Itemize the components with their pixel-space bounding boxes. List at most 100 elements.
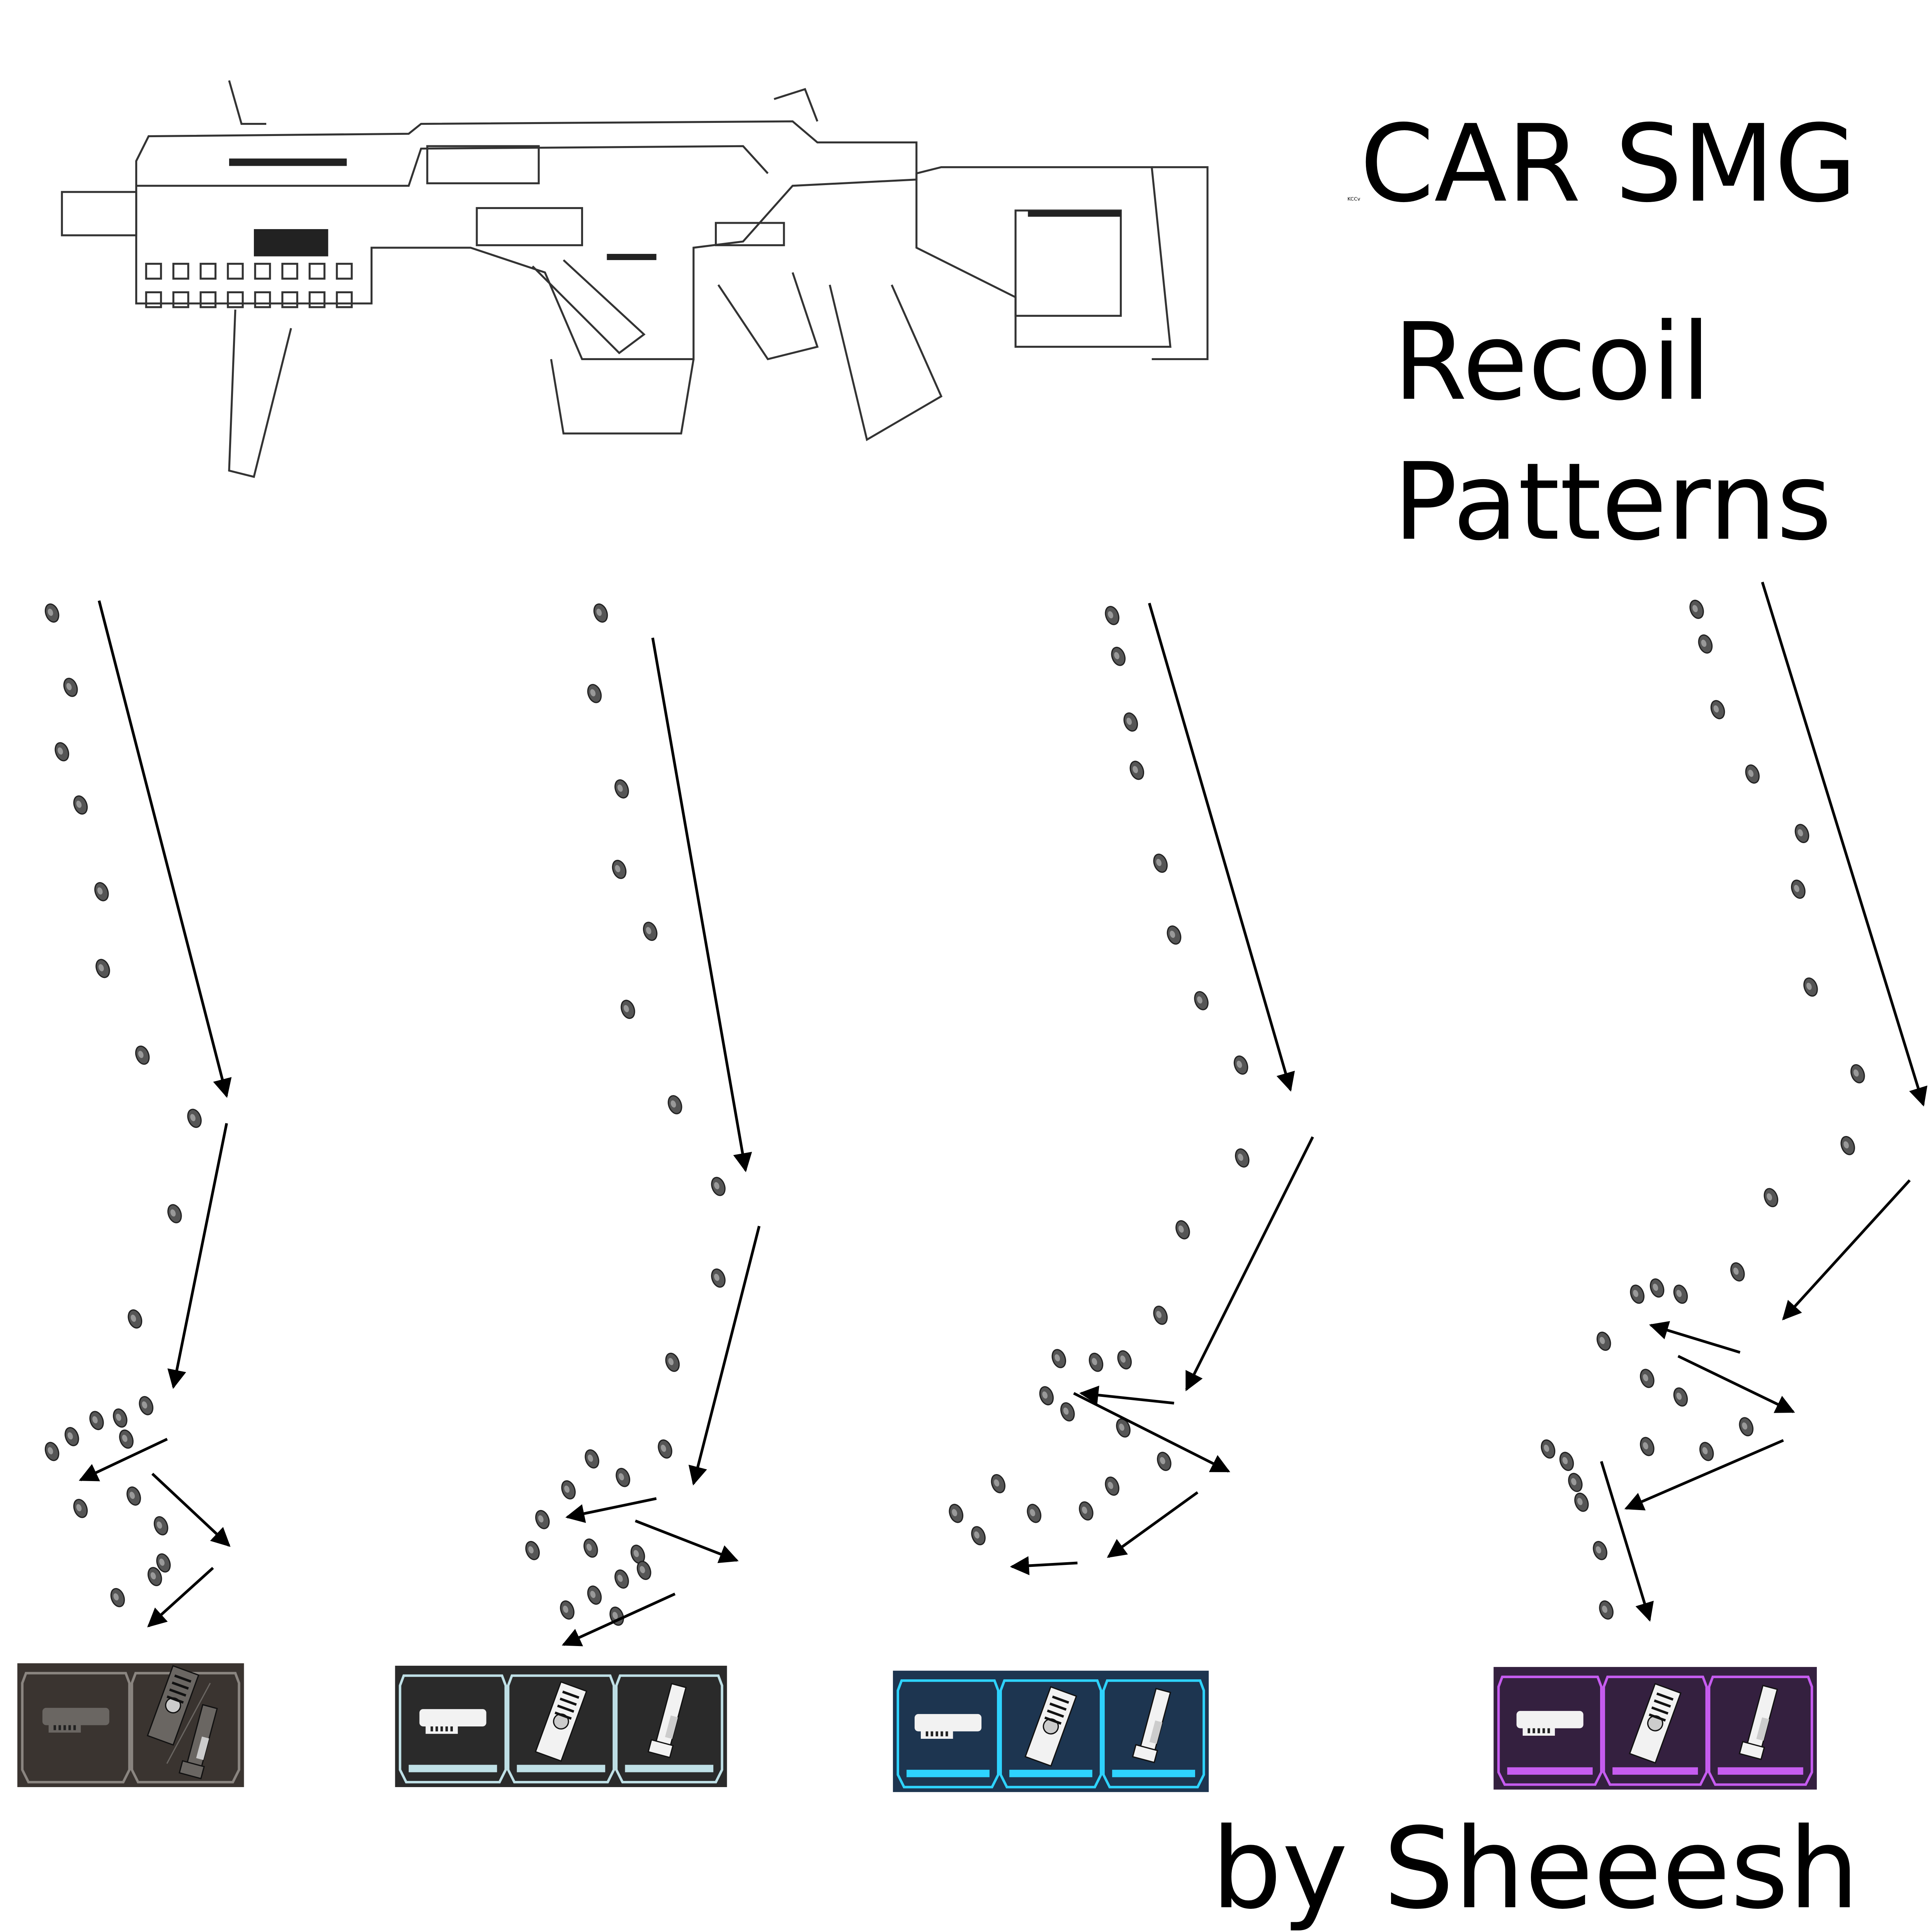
bullet-hole-icon [1088, 1352, 1104, 1372]
bullet-hole-icon [1117, 1350, 1132, 1370]
standard-stock-icon [1738, 1685, 1778, 1760]
recoil-pattern-1 [44, 600, 232, 1628]
bullet-hole-icon [949, 1503, 964, 1523]
bullet-hole-icon [1116, 1418, 1131, 1438]
bullet-hole-icon [1153, 854, 1168, 873]
attachment-panel-rare [893, 1670, 1209, 1792]
attachment-panel-epic [1493, 1667, 1817, 1790]
rarity-bar [1112, 1770, 1195, 1777]
recoil-direction-arrow [1079, 1385, 1174, 1405]
bullet-hole-icon [1840, 1136, 1855, 1155]
bullet-hole-icon [1698, 634, 1713, 654]
recoil-direction-arrow [1600, 1461, 1654, 1622]
bullet-hole-icon [128, 1309, 143, 1329]
tiny-mark: KCCv [1347, 196, 1361, 202]
bullet-hole-icon [535, 1510, 550, 1529]
recoil-direction-arrow [151, 1473, 231, 1547]
bullet-hole-icon [1079, 1501, 1094, 1521]
bullet-hole-icon [139, 1396, 153, 1415]
bullet-hole-icon [1764, 1188, 1779, 1208]
bullet-hole-icon [614, 779, 629, 799]
bullet-hole-icon [73, 795, 88, 815]
bullet-hole-icon [1175, 1220, 1190, 1240]
bullet-hole-icon [1559, 1452, 1574, 1471]
recoil-direction-arrow [1073, 1392, 1230, 1473]
bullet-hole-icon [1673, 1387, 1688, 1407]
barrel-stabilizer-icon [419, 1709, 486, 1734]
recoil-pattern-4 [1541, 582, 1928, 1622]
recoil-direction-arrow [1148, 602, 1295, 1092]
rarity-bar [1507, 1767, 1593, 1775]
attachment-slot[interactable] [131, 1665, 240, 1784]
bullet-hole-icon [1129, 760, 1145, 780]
recoil-direction-arrow [167, 1123, 228, 1389]
car-smg-weapon-drawing [61, 80, 1209, 478]
recoil-direction-arrow [1624, 1439, 1784, 1510]
attachment-slot[interactable] [1497, 1675, 1603, 1786]
recoil-direction-arrow [97, 600, 232, 1098]
bullet-hole-icon [119, 1429, 134, 1449]
bullet-hole-icon [971, 1526, 986, 1546]
bullet-hole-icon [1194, 991, 1209, 1010]
bullet-hole-icon [1596, 1332, 1611, 1351]
bullet-hole-icon [1710, 700, 1725, 719]
bullet-hole-icon [65, 1427, 79, 1446]
bullet-hole-icon [147, 1567, 162, 1586]
rarity-bar [517, 1765, 605, 1772]
extended-magazine-icon [1024, 1686, 1077, 1767]
bullet-hole-icon [1599, 1600, 1614, 1620]
bullet-hole-icon [1850, 1064, 1865, 1083]
bullet-hole-icon [525, 1541, 540, 1560]
bullet-hole-icon [658, 1439, 672, 1459]
rarity-bar [625, 1765, 714, 1772]
barrel-stabilizer-icon [1516, 1711, 1583, 1736]
rarity-bar [408, 1765, 497, 1772]
standard-stock-icon [1132, 1688, 1172, 1764]
extended-magazine-icon [1629, 1683, 1682, 1764]
attachment-slot[interactable] [507, 1674, 615, 1784]
attachment-slot[interactable] [1102, 1679, 1205, 1789]
bullet-hole-icon [1123, 712, 1138, 732]
recoil-direction-arrow [147, 1567, 214, 1628]
bullet-hole-icon [587, 684, 602, 703]
bullet-hole-icon [1593, 1541, 1607, 1560]
magazine-and-stock-icon [146, 1665, 218, 1779]
attachment-slot[interactable] [1602, 1675, 1708, 1786]
bullet-hole-icon [1235, 1148, 1250, 1168]
bullet-hole-icon [1105, 606, 1119, 625]
recoil-direction-arrow [1107, 1491, 1199, 1558]
bullet-hole-icon [1051, 1349, 1066, 1368]
attachment-slot[interactable] [615, 1674, 723, 1784]
bullet-hole-icon [1153, 1305, 1168, 1325]
rarity-bar [1009, 1770, 1092, 1777]
bullet-hole-icon [113, 1408, 128, 1428]
bullet-hole-icon [73, 1498, 88, 1518]
bullet-hole-icon [643, 922, 658, 941]
attachment-slot[interactable] [399, 1674, 507, 1784]
attachment-slot[interactable] [1708, 1675, 1813, 1786]
extended-magazine-icon [534, 1681, 587, 1762]
bullet-hole-icon [1027, 1503, 1042, 1523]
rarity-bar [906, 1770, 990, 1777]
bullet-hole-icon [54, 742, 70, 762]
bullet-hole-icon [1803, 977, 1818, 997]
bullet-hole-icon [593, 603, 608, 623]
attachment-panel-none [17, 1663, 244, 1787]
barrel-stabilizer-icon [42, 1708, 109, 1733]
handguard-slots [145, 263, 353, 308]
bullet-hole-icon [616, 1468, 630, 1487]
bullet-hole-icon [1739, 1417, 1753, 1437]
attachment-slot[interactable] [999, 1679, 1102, 1789]
recoil-direction-arrow [634, 1519, 739, 1563]
standard-stock-icon [179, 1704, 218, 1779]
bullet-hole-icon [711, 1268, 726, 1288]
attachment-slot[interactable] [896, 1679, 1000, 1789]
bullet-hole-icon [560, 1600, 575, 1620]
attachment-slot[interactable] [21, 1672, 131, 1784]
bullet-hole-icon [1650, 1278, 1665, 1298]
bullet-hole-icon [1541, 1439, 1556, 1459]
standard-stock-icon [647, 1683, 687, 1759]
bullet-hole-icon [991, 1474, 1006, 1493]
extended-magazine-icon [146, 1665, 199, 1746]
bullet-hole-icon [1574, 1492, 1589, 1512]
